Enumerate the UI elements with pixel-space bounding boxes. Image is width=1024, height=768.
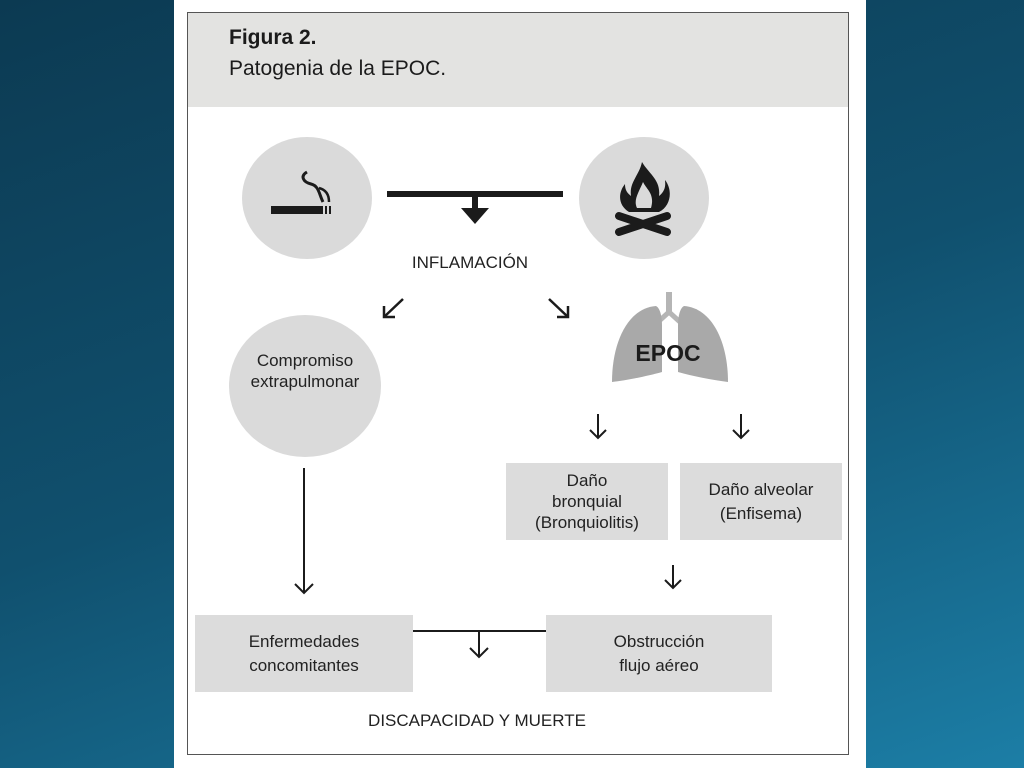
- bronchial-line2: bronquial: [552, 492, 622, 511]
- pollution-node: [579, 137, 709, 259]
- figure-frame: [187, 12, 849, 755]
- figure-title: Patogenia de la EPOC.: [229, 57, 447, 80]
- figure-header: [188, 13, 848, 107]
- extrapulmonary-node: Compromiso extrapulmonar: [229, 315, 381, 457]
- campfire-icon: [615, 162, 671, 236]
- arrow-to-alveolar: [732, 414, 750, 440]
- inflammation-label: INFLAMACIÓN: [411, 253, 529, 272]
- arrow-to-obstruction: [664, 565, 682, 590]
- bronchial-line1: Daño: [566, 471, 608, 490]
- airflow-obstruction-node: Obstrucción flujo aéreo: [546, 615, 772, 692]
- extrapulmonary-line2: extrapulmonar: [250, 372, 360, 391]
- extrapulmonary-line1: Compromiso: [256, 351, 354, 370]
- lungs-icon: [612, 292, 728, 382]
- bronchial-damage-node: Daño bronquial (Bronquiolitis): [506, 463, 668, 540]
- merge-arrow-head: [461, 208, 489, 224]
- arrow-to-outcome: [469, 631, 489, 659]
- comorbidities-node: Enfermedades concomitantes: [195, 615, 413, 692]
- arrow-down-right: [548, 298, 570, 319]
- outcome-label: DISCAPACIDAD Y MUERTE: [368, 711, 586, 730]
- figure-number: Figura 2.: [229, 26, 317, 49]
- comorbid-line2: concomitantes: [249, 655, 359, 675]
- arrow-down-left: [382, 298, 404, 319]
- epoc-label: EPOC: [635, 340, 701, 366]
- smoking-icon: [271, 170, 331, 214]
- bronchial-line3: (Bronquiolitis): [535, 513, 639, 532]
- alveolar-line2: (Enfisema): [719, 503, 803, 523]
- alveolar-damage-node: Daño alveolar (Enfisema): [680, 463, 842, 540]
- arrow-to-bronchial: [589, 414, 607, 440]
- obstruction-line1: Obstrucción: [613, 631, 705, 651]
- obstruction-line2: flujo aéreo: [619, 655, 699, 675]
- comorbid-line1: Enfermedades: [248, 631, 360, 651]
- arrow-to-comorbidities: [294, 468, 314, 595]
- alveolar-line1: Daño alveolar: [708, 479, 814, 499]
- smoking-node: [242, 137, 372, 259]
